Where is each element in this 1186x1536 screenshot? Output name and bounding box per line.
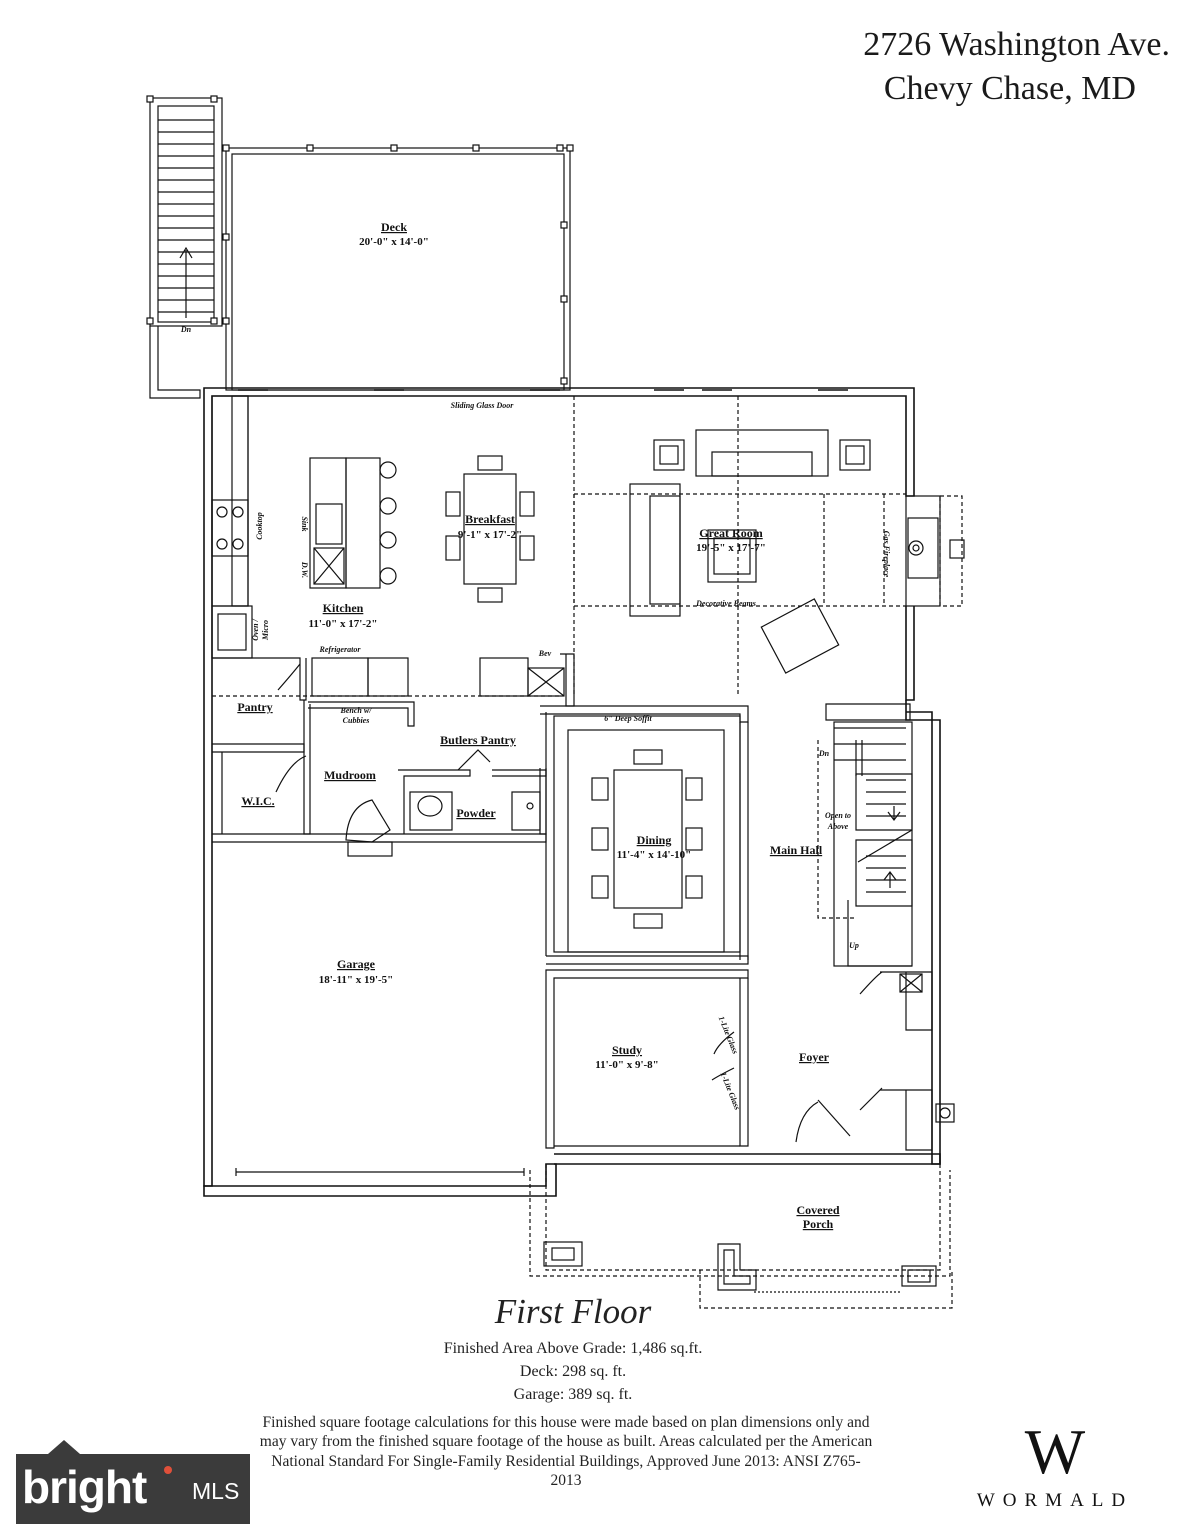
lite-glass-note-1: 1-Lite Glass <box>717 1015 740 1055</box>
garage-area-stat: Garage: 389 sq. ft. <box>513 1386 633 1403</box>
sliding-glass-door-note: Sliding Glass Door <box>451 401 515 410</box>
kitchen-dims: 11'-0" x 17'-2" <box>308 618 377 630</box>
main-stairs <box>817 703 923 993</box>
garage-dims: 18'-11" x 19'-5" <box>319 974 394 986</box>
breakfast-label: Breakfast <box>465 512 515 526</box>
covered-porch-label-2: Porch <box>803 1217 834 1231</box>
cooktop-note: Cooktop <box>255 512 264 540</box>
wormald-logo: W WORMALD <box>945 1420 1165 1512</box>
oven-note-1: Oven / <box>251 618 260 640</box>
open-to-above-1: Open to <box>825 811 851 820</box>
great-room-furniture <box>629 429 871 674</box>
wormald-logo-letter: W <box>1024 1416 1086 1487</box>
wic-label: W.I.C. <box>241 794 274 808</box>
dining-label: Dining <box>637 833 672 847</box>
deck-label: Deck <box>381 220 407 234</box>
address-line-1: 2726 Washington Ave. <box>863 26 1170 63</box>
stair-dn-note: Dn <box>818 749 830 758</box>
interior-walls <box>212 653 749 1149</box>
bright-dot-icon <box>164 1466 172 1474</box>
bench-note-2: Cubbies <box>343 716 370 725</box>
kitchen-fixtures <box>211 395 565 697</box>
butlers-pantry-label: Butlers Pantry <box>440 733 516 747</box>
breakfast-table <box>445 455 535 603</box>
great-room-dims: 19'-5" x 17'-7" <box>696 542 766 554</box>
disclaimer-text: Finished square footage calculations for… <box>259 1414 873 1490</box>
dining-dims: 11'-4" x 14'-10" <box>617 849 692 861</box>
pantry-label: Pantry <box>237 700 272 714</box>
exterior-walls <box>203 387 941 1197</box>
finished-area-stat: Finished Area Above Grade: 1,486 sq.ft. <box>443 1340 703 1357</box>
bright-mls-house-icon <box>48 1440 80 1454</box>
address-line-2: Chevy Chase, MD <box>883 70 1136 107</box>
open-to-above-2: Above <box>827 822 849 831</box>
deck-area <box>222 144 574 391</box>
decorative-beams-note: Decorative Beams <box>695 599 756 608</box>
gas-fireplace <box>905 495 965 607</box>
mls-text: MLS <box>192 1478 240 1504</box>
deck-dims: 20'-0" x 14'-0" <box>359 236 429 248</box>
garage-door <box>235 1168 525 1176</box>
garage-label: Garage <box>337 957 376 971</box>
foyer-label: Foyer <box>799 1050 830 1064</box>
oven-note-2: Micro <box>261 620 270 641</box>
gas-fireplace-note: Gas Fireplace <box>882 531 891 578</box>
wormald-logo-name: WORMALD <box>976 1490 1134 1511</box>
deck-stairs <box>146 95 223 399</box>
bright-text: bright <box>22 1461 147 1513</box>
floor-title: First Floor <box>494 1292 652 1331</box>
refrigerator-note: Refrigerator <box>319 645 362 654</box>
kitchen-label: Kitchen <box>323 601 364 615</box>
mudroom-label: Mudroom <box>324 768 376 782</box>
bright-mls-badge: bright MLS <box>16 1454 250 1524</box>
foyer-closets <box>711 971 955 1151</box>
powder-label: Powder <box>456 806 496 820</box>
stair-up-note: Up <box>849 941 859 950</box>
decorative-beams <box>573 396 906 696</box>
deck-stair-dn: Dn <box>180 325 192 334</box>
great-room-label: Great Room <box>699 526 762 540</box>
main-hall-label: Main Hall <box>770 843 823 857</box>
sink-note: Sink <box>300 516 309 531</box>
breakfast-dims: 9'-1" x 17'-2" <box>458 529 522 541</box>
study-dims: 11'-0" x 9'-8" <box>595 1059 659 1071</box>
bench-note-1: Bench w/ <box>340 706 373 715</box>
dining-table <box>553 715 741 953</box>
dishwasher-note: D.W. <box>300 561 309 578</box>
study-label: Study <box>612 1043 642 1057</box>
deep-soffit-note: 6" Deep Soffit <box>604 714 652 723</box>
lite-glass-note-2: 1-Lite Glass <box>719 1071 742 1111</box>
covered-porch <box>529 1164 953 1309</box>
covered-porch-label-1: Covered <box>796 1203 839 1217</box>
deck-area-stat: Deck: 298 sq. ft. <box>519 1363 627 1380</box>
bev-note: Bev <box>538 649 552 658</box>
